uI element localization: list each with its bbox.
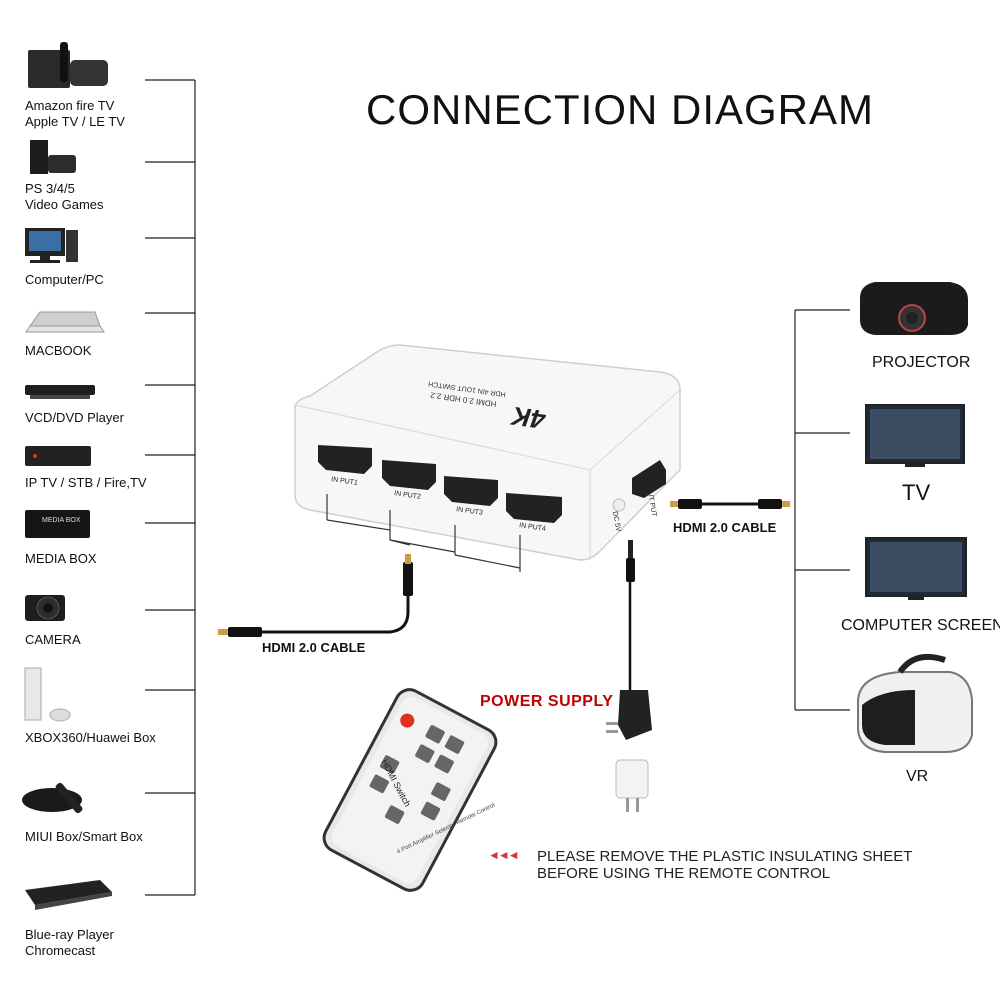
input-cable-tree (326, 494, 521, 572)
destination-bracket (794, 309, 850, 711)
source-label-xbox: XBOX360/Huawei Box (25, 730, 156, 745)
bluray-player-icon (25, 880, 112, 910)
svg-text:MEDIA BOX: MEDIA BOX (42, 517, 81, 524)
destination-label-tv: TV (902, 480, 931, 505)
hdmi-switch-device (294, 344, 681, 561)
camera-icon (25, 595, 65, 621)
input-hdmi-cable (218, 554, 413, 637)
source-label-pc: Computer/PC (25, 272, 104, 287)
input-cable-label: HDMI 2.0 CABLE (262, 640, 366, 655)
tv-icon (865, 404, 965, 467)
game-console-icon (30, 140, 76, 174)
source-label-iptv: IP TV / STB / Fire,TV (25, 475, 147, 490)
source-label-bluray: Blue-ray Player Chromecast (25, 927, 114, 958)
output-cable-label: HDMI 2.0 CABLE (673, 520, 777, 535)
diagram-title: CONNECTION DIAGRAM (366, 86, 875, 133)
set-top-box-icon (25, 446, 91, 466)
power-cable (626, 540, 635, 690)
smart-box-icon (22, 782, 83, 814)
remote-control (322, 688, 498, 892)
laptop-icon (25, 311, 105, 333)
source-label-ps: PS 3/4/5 Video Games (25, 181, 104, 212)
media-box-icon: MEDIA BOX (25, 510, 90, 538)
remote-power-button (400, 713, 415, 728)
destination-label-vr: VR (906, 768, 929, 785)
hdmi-input-port-4 (506, 493, 562, 523)
source-label-miui: MIUI Box/Smart Box (25, 829, 143, 844)
xbox-console-icon (24, 667, 71, 722)
device-brand: 4K (510, 400, 548, 436)
wall-plug-icon (615, 759, 649, 812)
source-label-dvd: VCD/DVD Player (25, 410, 124, 425)
dvd-player-icon (25, 385, 95, 399)
monitor-icon (865, 537, 967, 600)
streaming-box-icon (28, 42, 108, 88)
source-bracket (145, 79, 196, 896)
source-label-mediabox: MEDIA BOX (25, 551, 97, 566)
remote-note-line1: PLEASE REMOVE THE PLASTIC INSULATING SHE… (537, 848, 913, 865)
power-supply-label: POWER SUPPLY (480, 693, 614, 710)
remote-note: PLEASE REMOVE THE PLASTIC INSULATING SHE… (537, 848, 912, 882)
output-hdmi-cable (670, 499, 790, 509)
note-arrows: ◄◄◄ (488, 848, 520, 862)
hdmi-input-port-3 (444, 476, 498, 506)
hdmi-output-port (632, 460, 666, 498)
hdmi-input-port-2 (382, 460, 436, 490)
destination-label-projector: PROJECTOR (872, 354, 971, 371)
destination-label-monitor: COMPUTER SCREEN (841, 617, 1000, 634)
remote-note-line2: BEFORE USING THE REMOTE CONTROL (537, 865, 831, 882)
power-adapter-icon (606, 690, 652, 740)
desktop-computer-icon (25, 228, 78, 263)
source-label-camera: CAMERA (25, 632, 81, 647)
vr-headset-icon (857, 654, 973, 753)
projector-icon (860, 282, 968, 335)
source-label-macbook: MACBOOK (25, 343, 92, 358)
hdmi-input-port-1 (318, 445, 372, 474)
source-label-amazon: Amazon fire TV Apple TV / LE TV (25, 98, 125, 129)
dc-power-jack (612, 498, 626, 512)
